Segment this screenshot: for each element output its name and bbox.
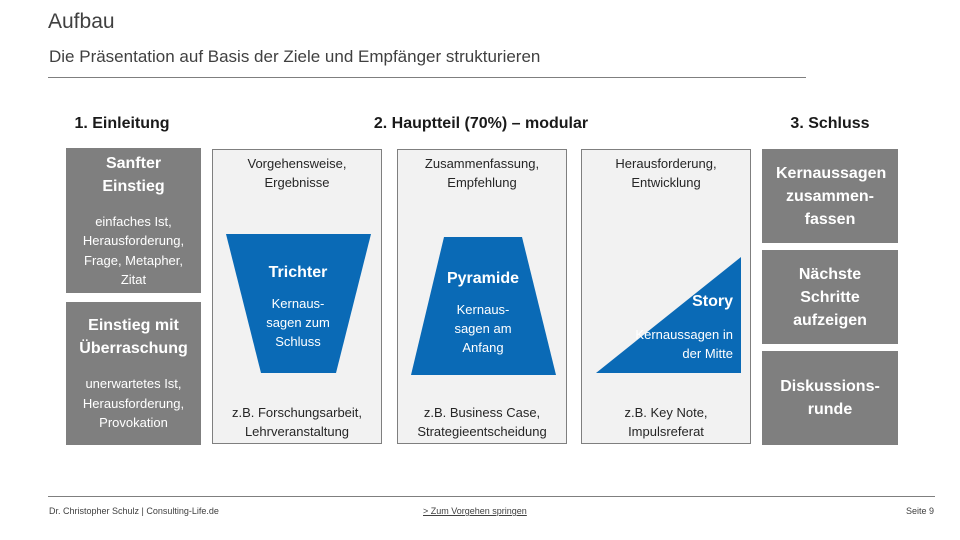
- panel-top-text: Vorgehensweise, Ergebnisse: [247, 156, 347, 190]
- section-main-heading: 2. Hauptteil (70%) – modular: [373, 115, 589, 132]
- panel-bottom-text: z.B. Business Case, Strategieentscheidun…: [417, 405, 547, 439]
- panel-top-text: Zusammenfassung, Empfehlung: [424, 156, 540, 190]
- funnel-label: Trichter Kernaus-sagen zum Schluss: [258, 264, 338, 351]
- pyramid-label: Pyramide Kernaus-sagen am Anfang: [443, 270, 523, 357]
- panel-pyramide: Zusammenfassung, Empfehlung Pyramide Ker…: [397, 149, 567, 444]
- story-text: Kernaussagen in der Mitte: [635, 327, 733, 361]
- title-divider: [48, 77, 806, 78]
- end-box-discussion: Diskussions-runde: [762, 351, 898, 445]
- footer-link-vorgehen[interactable]: > Zum Vorgehen springen: [423, 506, 527, 516]
- end-box-text: Nächste Schritte aufzeigen: [793, 265, 867, 329]
- slide-title: Aufbau: [48, 10, 115, 33]
- section-intro-heading: 1. Einleitung: [74, 115, 170, 132]
- panel-top-text: Herausforderung, Entwicklung: [615, 156, 717, 190]
- slide-subtitle: Die Präsentation auf Basis der Ziele und…: [49, 47, 541, 66]
- end-box-text: Diskussions-runde: [780, 378, 880, 418]
- story-title: Story: [692, 293, 733, 310]
- story-label: Story Kernaussagen in der Mitte: [633, 293, 733, 363]
- funnel-shape: [226, 234, 371, 373]
- funnel-text: Kernaus-sagen zum Schluss: [266, 296, 330, 349]
- panel-bottom-text: z.B. Key Note, Impulsreferat: [624, 405, 708, 439]
- end-box-next-steps: Nächste Schritte aufzeigen: [762, 250, 898, 344]
- story-triangle-shape: [596, 257, 741, 373]
- funnel-title: Trichter: [268, 264, 328, 281]
- panel-bottom-text: z.B. Forschungsarbeit, Lehrveranstaltung: [231, 405, 363, 439]
- footer-author: Dr. Christopher Schulz | Consulting-Life…: [49, 506, 219, 516]
- pyramid-text: Kernaus-sagen am Anfang: [454, 302, 512, 355]
- intro-box-title: Einstieg mit Überraschung: [79, 317, 188, 358]
- end-box-text: Kernaussagen zusammen-fassen: [776, 164, 887, 228]
- intro-box-soft: Sanfter Einstieg einfaches Ist, Herausfo…: [66, 148, 201, 293]
- intro-box-title: Sanfter Einstieg: [102, 154, 165, 195]
- end-box-summarize: Kernaussagen zusammen-fassen: [762, 149, 898, 243]
- pyramid-shape: [411, 237, 556, 375]
- footer-divider: [48, 496, 935, 497]
- panel-trichter: Vorgehensweise, Ergebnisse Trichter Kern…: [212, 149, 382, 444]
- intro-box-surprise: Einstieg mit Überraschung unerwartetes I…: [66, 302, 201, 445]
- section-end-heading: 3. Schluss: [790, 115, 870, 132]
- panel-story: Herausforderung, Entwicklung Story Kerna…: [581, 149, 751, 444]
- footer-page-number: Seite 9: [905, 506, 934, 516]
- intro-box-text: unerwartetes Ist, Herausforderung, Provo…: [82, 376, 185, 431]
- intro-box-text: einfaches Ist, Herausforderung, Frage, M…: [82, 213, 185, 288]
- pyramid-title: Pyramide: [446, 270, 520, 287]
